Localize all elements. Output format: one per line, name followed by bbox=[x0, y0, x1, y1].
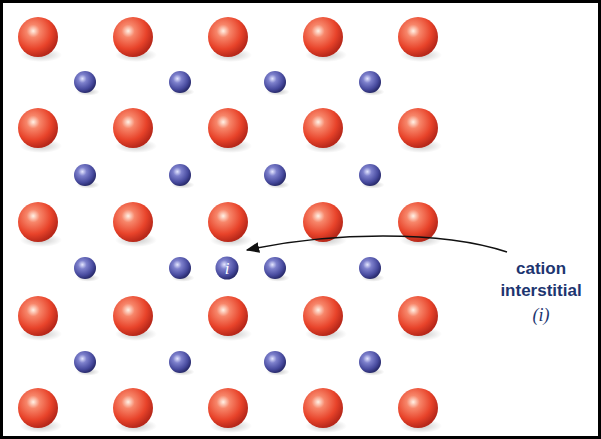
anion-sphere bbox=[18, 202, 58, 242]
anion-sphere bbox=[208, 17, 248, 57]
anion-sphere bbox=[208, 388, 248, 428]
anion-sphere bbox=[18, 296, 58, 336]
cation-sphere bbox=[169, 71, 191, 93]
leader-arrow bbox=[247, 236, 507, 252]
cation-sphere bbox=[359, 71, 381, 93]
cation-sphere bbox=[74, 164, 96, 186]
cation-sphere bbox=[74, 71, 96, 93]
cation-sphere bbox=[359, 351, 381, 373]
cation-sphere bbox=[169, 164, 191, 186]
interstitial-cation: i bbox=[215, 256, 239, 280]
anion-sphere bbox=[113, 296, 153, 336]
anion-sphere bbox=[398, 388, 438, 428]
anion-sphere bbox=[398, 108, 438, 148]
anion-sphere bbox=[208, 202, 248, 242]
anion-sphere bbox=[113, 388, 153, 428]
anion-sphere bbox=[113, 108, 153, 148]
atom-symbol: i bbox=[215, 256, 239, 280]
anion-sphere bbox=[303, 296, 343, 336]
anion-sphere bbox=[113, 17, 153, 57]
cation-sphere bbox=[169, 257, 191, 279]
anion-sphere bbox=[303, 202, 343, 242]
cation-sphere bbox=[359, 257, 381, 279]
cation-sphere bbox=[264, 257, 286, 279]
anion-sphere bbox=[303, 388, 343, 428]
anion-sphere bbox=[303, 17, 343, 57]
anion-sphere bbox=[18, 17, 58, 57]
callout-label: cation interstitial bbox=[488, 258, 594, 302]
cation-sphere bbox=[264, 164, 286, 186]
cation-sphere bbox=[264, 71, 286, 93]
anion-sphere bbox=[398, 17, 438, 57]
anion-sphere bbox=[398, 296, 438, 336]
cation-sphere bbox=[169, 351, 191, 373]
callout-symbol: (i) bbox=[488, 304, 594, 327]
cation-sphere bbox=[359, 164, 381, 186]
anion-sphere bbox=[208, 108, 248, 148]
anion-sphere bbox=[18, 108, 58, 148]
anion-sphere bbox=[303, 108, 343, 148]
anion-sphere bbox=[208, 296, 248, 336]
anion-sphere bbox=[18, 388, 58, 428]
cation-sphere bbox=[74, 351, 96, 373]
anion-sphere bbox=[113, 202, 153, 242]
cation-sphere bbox=[74, 257, 96, 279]
cation-sphere bbox=[264, 351, 286, 373]
